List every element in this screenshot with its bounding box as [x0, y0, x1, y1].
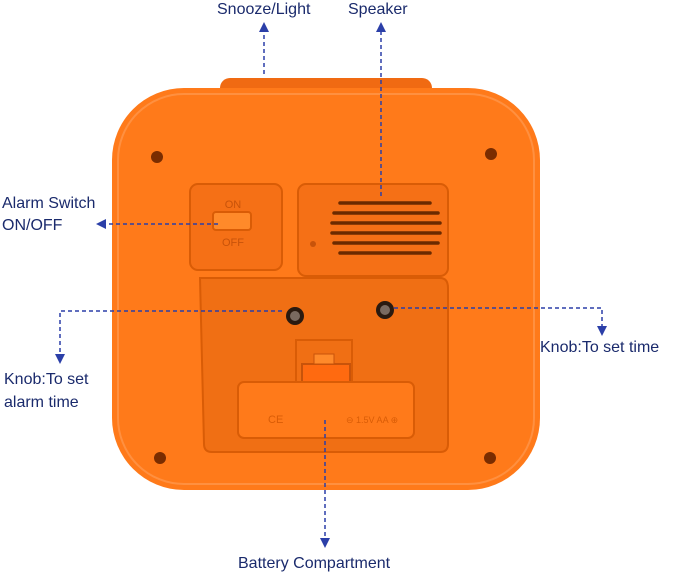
label-snooze-light: Snooze/Light [217, 1, 311, 18]
screw-hole [154, 452, 166, 464]
battery-ce-marking: CE [268, 414, 283, 426]
dashed-arrow-icon [597, 326, 607, 336]
clock-body-highlight [117, 93, 535, 485]
label-knob-set-time: Knob:To set time [540, 339, 660, 356]
dashed-arrow-icon [376, 22, 386, 32]
dashed-arrow-icon [320, 538, 330, 548]
dashed-arrow-icon [55, 354, 65, 364]
dashed-arrow-icon [59, 30, 603, 540]
indicator-dot [310, 241, 316, 247]
screw-hole [484, 452, 496, 464]
switch-on-marking: ON [225, 199, 242, 211]
label-alarm-switch-line1: Alarm Switch [2, 195, 96, 212]
label-alarm-switch-line2: ON/OFF [2, 217, 63, 234]
speaker-grille [330, 201, 442, 255]
arrowheads [55, 22, 607, 548]
dashed-arrow-icon [259, 22, 269, 32]
label-speaker: Speaker [348, 1, 408, 18]
label-knob-alarm-line2: alarm time [4, 394, 79, 411]
switch-off-marking: OFF [222, 237, 244, 249]
time-knob [376, 301, 394, 319]
battery-cover [237, 381, 415, 439]
stand-clip [313, 353, 335, 365]
speaker-panel [297, 183, 449, 277]
screw-hole [151, 151, 163, 163]
label-battery-compartment: Battery Compartment [238, 555, 391, 572]
screw-hole [485, 148, 497, 160]
dashed-arrow-icon [96, 219, 106, 229]
alarm-switch-slider [212, 211, 252, 231]
alarm-knob [286, 307, 304, 325]
label-knob-alarm-line1: Knob:To set [4, 371, 89, 388]
battery-polarity-marking: ⊖ 1.5V AA ⊕ [346, 415, 398, 425]
